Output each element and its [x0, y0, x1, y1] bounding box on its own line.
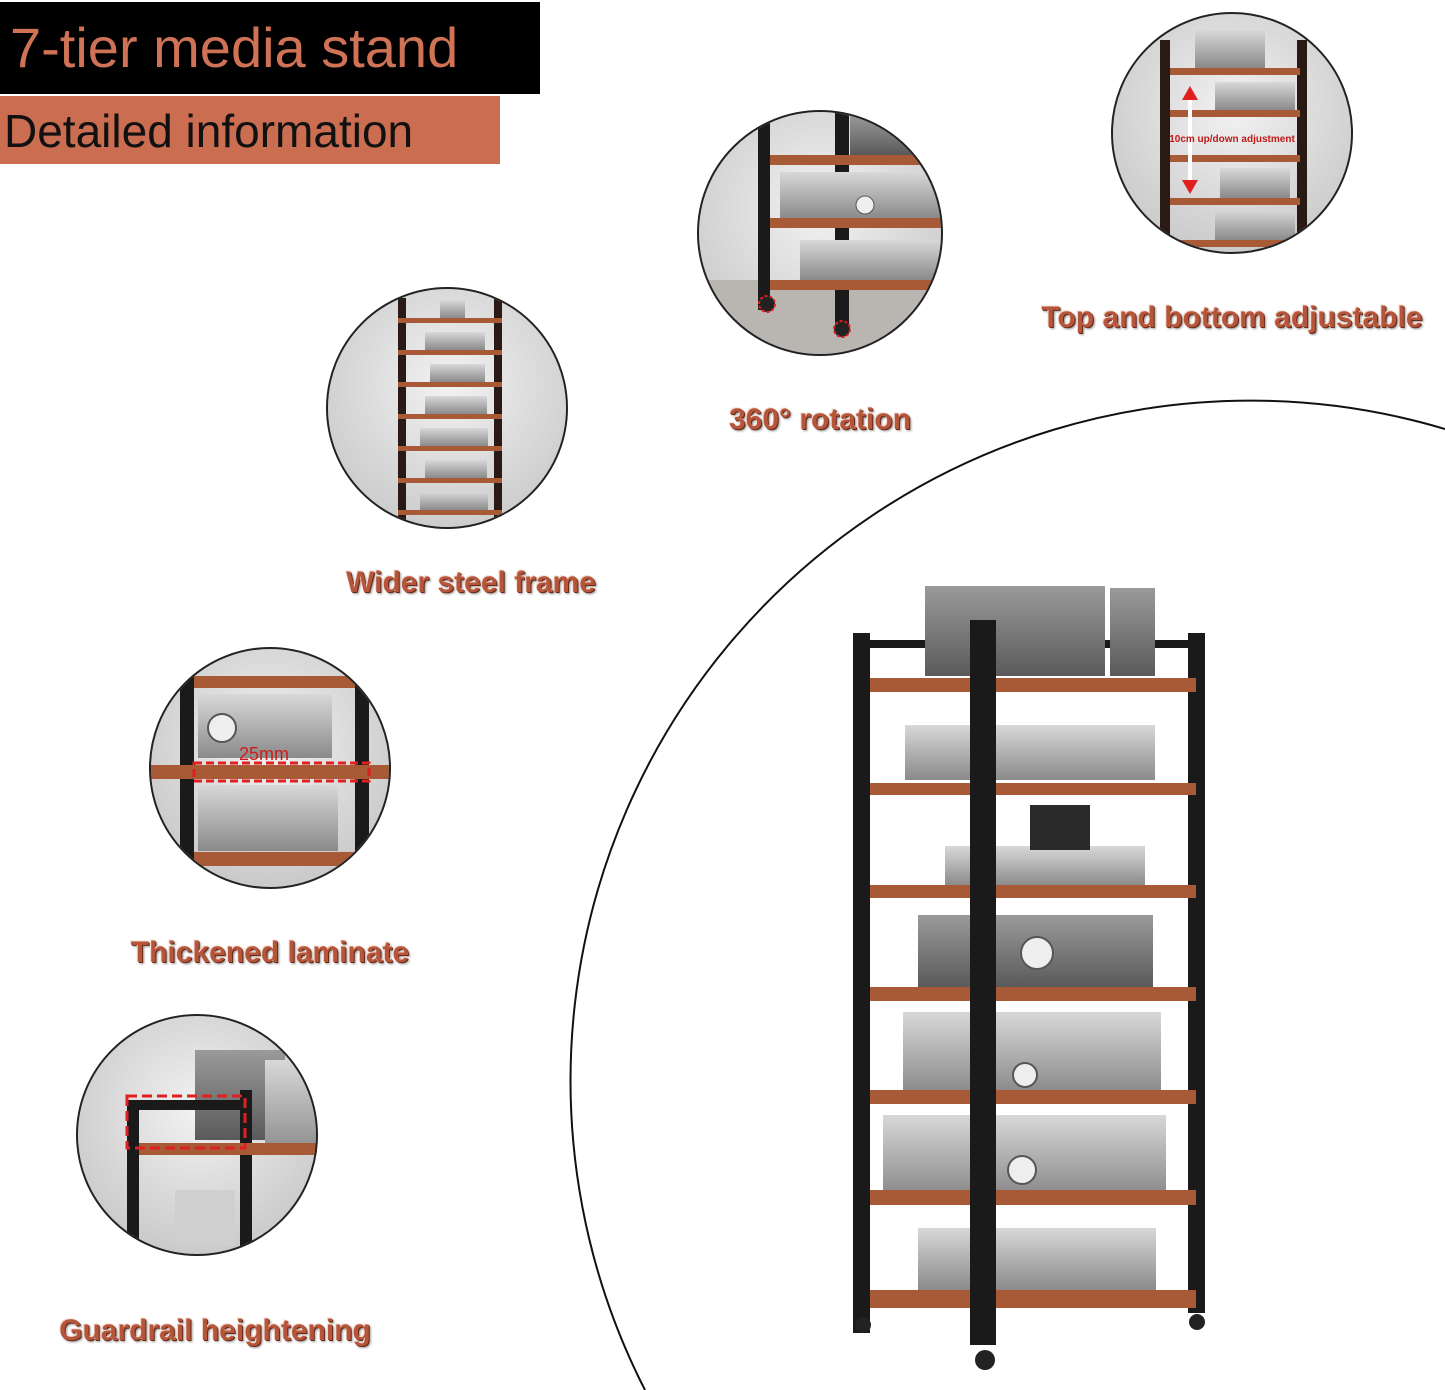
- detail-circle-guardrail: [78, 1016, 316, 1254]
- subtitle-banner: Detailed information: [0, 96, 500, 164]
- thickness-annotation: 25mm: [239, 744, 289, 764]
- feature-label-laminate: Thickened laminate: [130, 936, 410, 969]
- detail-circle-steel-frame: [328, 289, 566, 527]
- title-banner: 7-tier media stand: [0, 2, 540, 94]
- background-arc: [569, 399, 1445, 1390]
- adjustment-annotation: 10cm up/down adjustment: [1169, 134, 1295, 145]
- detail-circle-casters: [699, 112, 941, 354]
- feature-label-adjustable: Top and bottom adjustable: [1041, 301, 1423, 334]
- feature-label-steel-frame: Wider steel frame: [346, 566, 596, 599]
- detail-circle-adjustable: 10cm up/down adjustment: [1113, 14, 1351, 252]
- feature-label-rotation: 360° rotation: [728, 403, 912, 436]
- detail-circle-laminate: 25mm: [151, 649, 389, 887]
- media-stand-rack: [853, 586, 1205, 1370]
- feature-label-guardrail: Guardrail heightening: [59, 1314, 371, 1347]
